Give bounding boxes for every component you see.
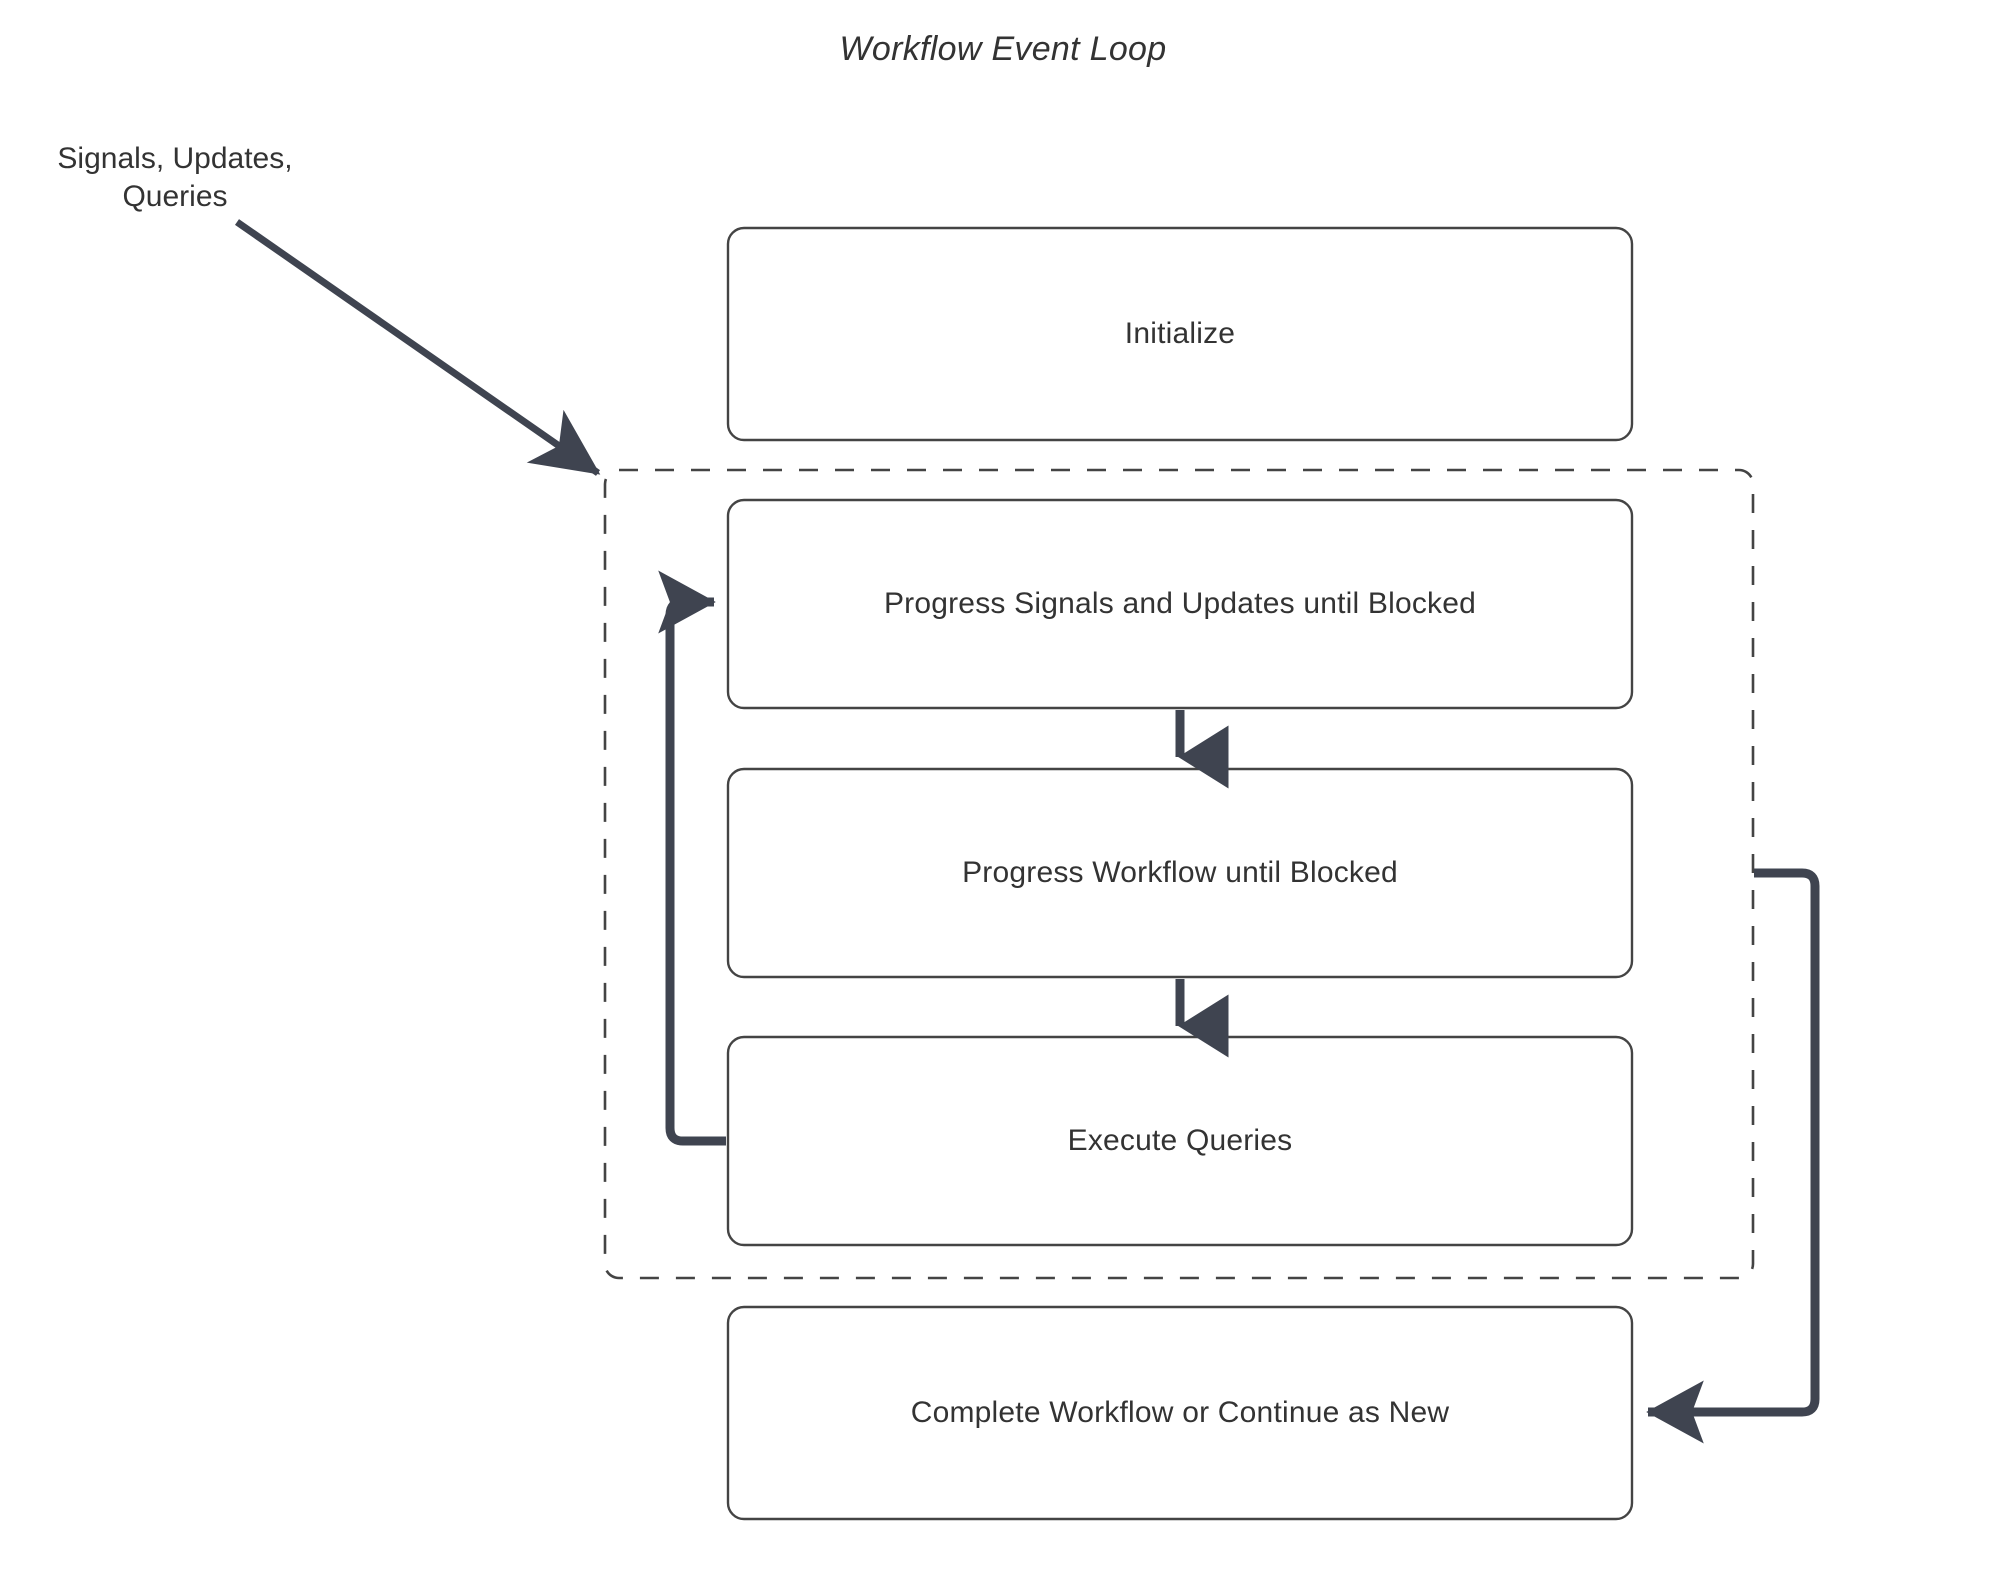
node-box-progress-workflow[interactable] — [726, 767, 1634, 979]
edge-external-input-arrow — [235, 219, 601, 476]
edge-loop-exit-to-complete — [1646, 868, 1820, 1444]
node-box-complete-workflow[interactable] — [726, 1305, 1634, 1521]
node-box-execute-queries[interactable] — [726, 1035, 1634, 1247]
node-box-initialize[interactable] — [726, 226, 1634, 442]
node-box-progress-signals-updates[interactable] — [726, 498, 1634, 710]
edge-loop-back-to-signals — [658, 570, 726, 1146]
